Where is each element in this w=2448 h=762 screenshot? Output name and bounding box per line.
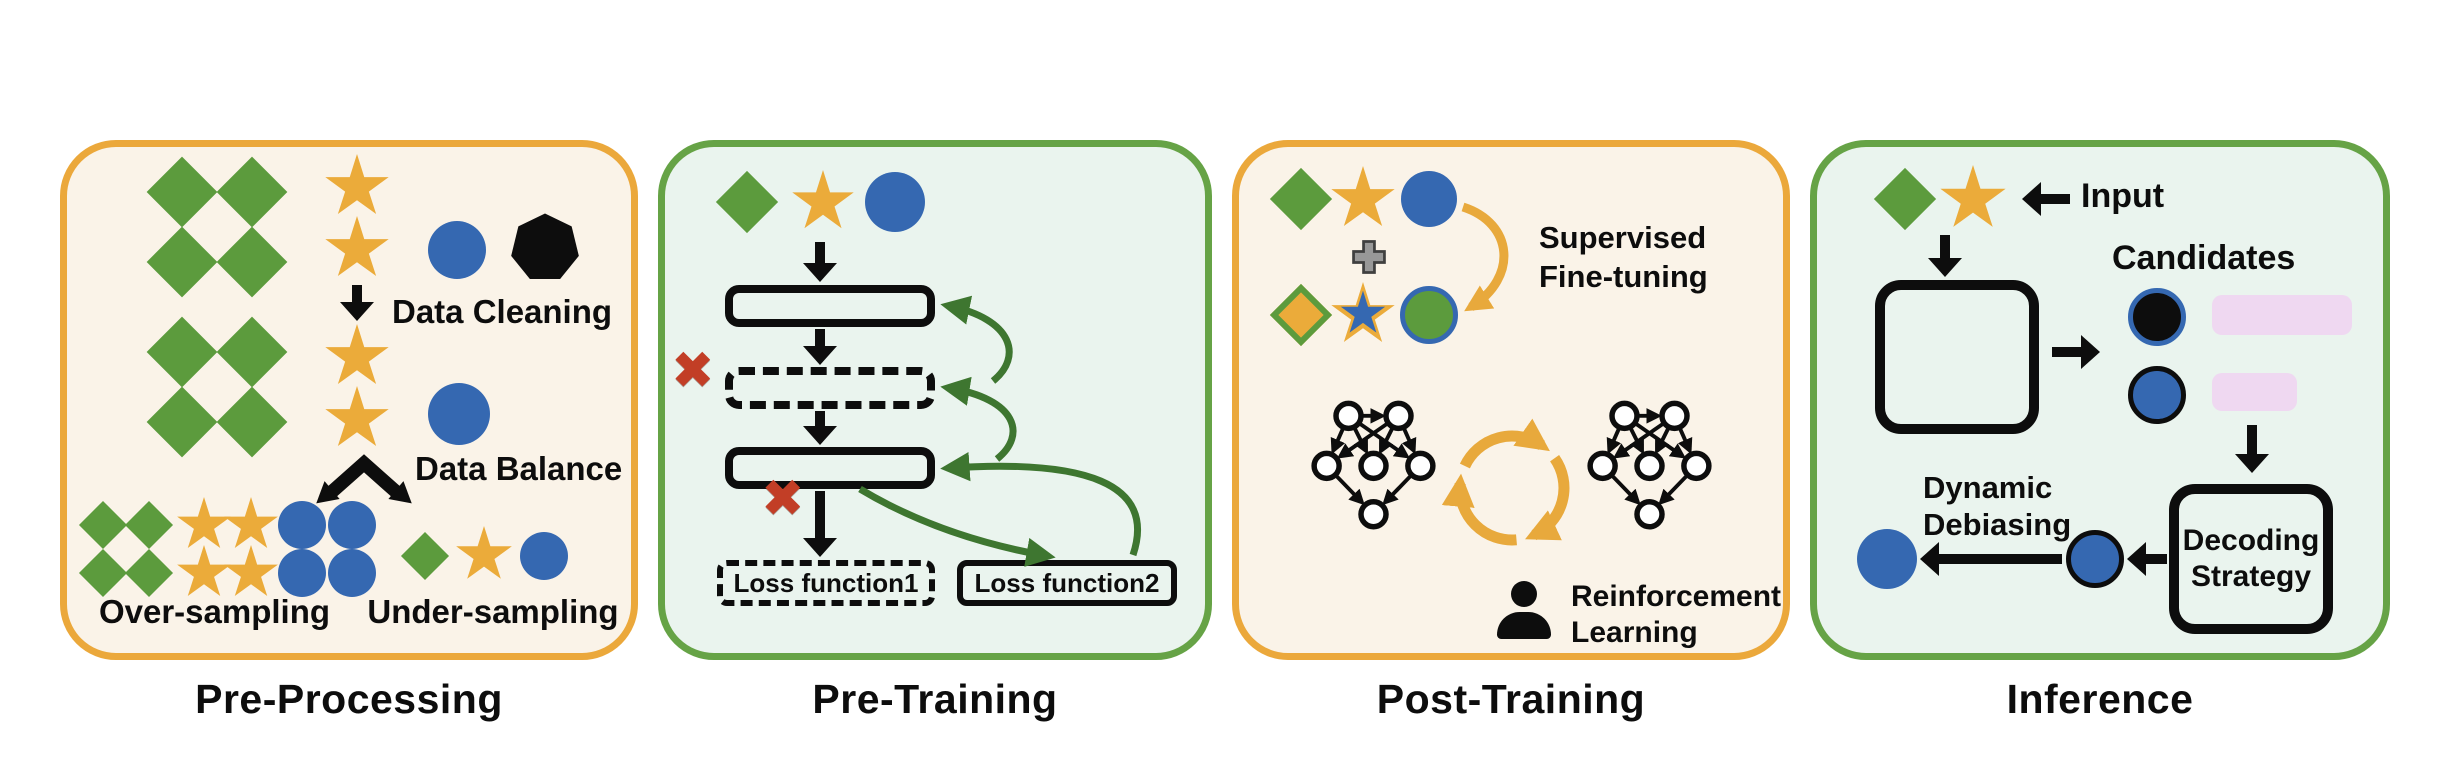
down-arrow-icon [803,242,837,282]
loss-function2-label: Loss function2 [974,567,1160,598]
panel-pre-processing: Data Cleaning Data Balance Over-sampling [60,140,638,660]
removed-layer-box [725,367,935,409]
candidate-black-circle-icon [2128,288,2186,346]
blue-circle-icon [328,549,376,597]
candidate-score-bar [2212,295,2352,335]
green-diamond-icon [78,500,128,550]
gold-diamond-outlined-icon [1269,283,1333,347]
panel-pre-training: ✖ ✖ Loss function1 Loss function2 [658,140,1212,660]
gold-star-icon [224,497,278,548]
pre-processing-title: Pre-Processing [195,676,503,722]
black-heptagon-icon [511,213,579,279]
green-diamond-icon [146,156,218,228]
candidates-label: Candidates [2112,239,2296,277]
green-diamond-icon [146,386,218,458]
decoding-strategy-label: Decoding Strategy [2182,524,2320,593]
decoding-strategy-box: Decoding Strategy [2169,484,2333,634]
data-cleaning-label: Data Cleaning [392,293,613,330]
gold-star-icon [325,154,389,215]
model-layer-box [725,285,935,327]
gold-star-icon [1940,165,2006,227]
blue-circle-icon [328,501,376,549]
green-diamond-icon [1269,167,1333,231]
green-diamond-icon [216,316,288,388]
input-arrow-icon [2022,182,2070,216]
blue-circle-icon [278,549,326,597]
plus-icon [1352,240,1386,274]
blue-circle-icon [278,501,326,549]
green-diamond-icon [146,316,218,388]
green-diamond-icon [1873,167,1937,231]
model-layer-box [725,447,935,489]
loss-function1-box: Loss function1 [717,560,935,606]
under-sampling-label: Under-sampling [367,593,619,630]
input-label: Input [2081,177,2165,215]
output-circle-icon [1857,529,1917,589]
selected-token-circle-icon [2066,530,2124,588]
green-diamond-icon [124,500,174,550]
panel-post-training: Supervised Fine-tuning [1232,140,1790,660]
red-cross-icon: ✖ [671,341,715,401]
gold-star-icon [1331,166,1395,227]
sft-curved-arrow-icon [1461,202,1509,312]
loss-function1-label: Loss function1 [733,567,919,598]
left-arrow-icon [2127,542,2167,576]
down-arrow-icon [803,329,837,365]
human-feedback-icon [1497,581,1551,639]
left-arrow-icon [1920,542,2062,576]
green-diamond-icon [216,226,288,298]
blue-circle-icon [520,532,568,580]
dynamic-debiasing-label: Dynamic Debiasing [1923,470,2072,543]
green-circle-outlined-icon [1400,286,1458,344]
loss-function2-box: Loss function2 [957,560,1177,606]
blue-star-outlined-icon [1331,282,1395,343]
supervised-fine-tuning-label: Supervised Fine-tuning [1539,220,1708,294]
training-cycle-icon [1441,418,1570,546]
gold-star-icon [456,526,512,579]
neural-network-icon [1311,400,1436,530]
panel-inference: Input Candidates Decoding Strategy Dynam… [1810,140,2390,660]
down-arrow-icon [803,411,837,445]
blue-circle-icon [428,383,490,445]
candidate-blue-circle-icon [2128,366,2186,424]
reinforcement-learning-label: Reinforcement Learning [1571,580,1782,649]
green-diamond-icon [216,386,288,458]
data-balance-label: Data Balance [415,450,623,487]
down-arrow-icon [1928,235,1962,277]
gold-star-icon [177,497,231,548]
post-training-title: Post-Training [1376,676,1646,722]
down-arrow-icon [2235,425,2269,473]
gradient-feedback-arrows [858,295,1142,567]
pre-training-title: Pre-Training [812,676,1058,722]
blue-circle-icon [428,221,486,279]
green-diamond-icon [400,531,450,581]
blue-circle-icon [865,172,925,232]
down-arrow-icon [803,491,837,557]
candidate-score-bar [2212,373,2297,411]
model-box [1875,280,2039,434]
green-diamond-icon [124,548,174,598]
green-diamond-icon [146,226,218,298]
blue-circle-icon [1401,171,1457,227]
red-cross-icon: ✖ [761,469,805,529]
down-arrow-icon [340,285,374,321]
green-diamond-icon [216,156,288,228]
gold-star-icon [325,386,389,447]
right-arrow-icon [2052,335,2100,369]
gold-star-icon [325,324,389,385]
inference-title: Inference [2006,676,2194,722]
split-arrow-icon [316,454,412,504]
neural-network-icon [1587,400,1712,530]
gold-star-icon [325,216,389,277]
green-diamond-icon [78,548,128,598]
over-sampling-label: Over-sampling [98,593,331,630]
